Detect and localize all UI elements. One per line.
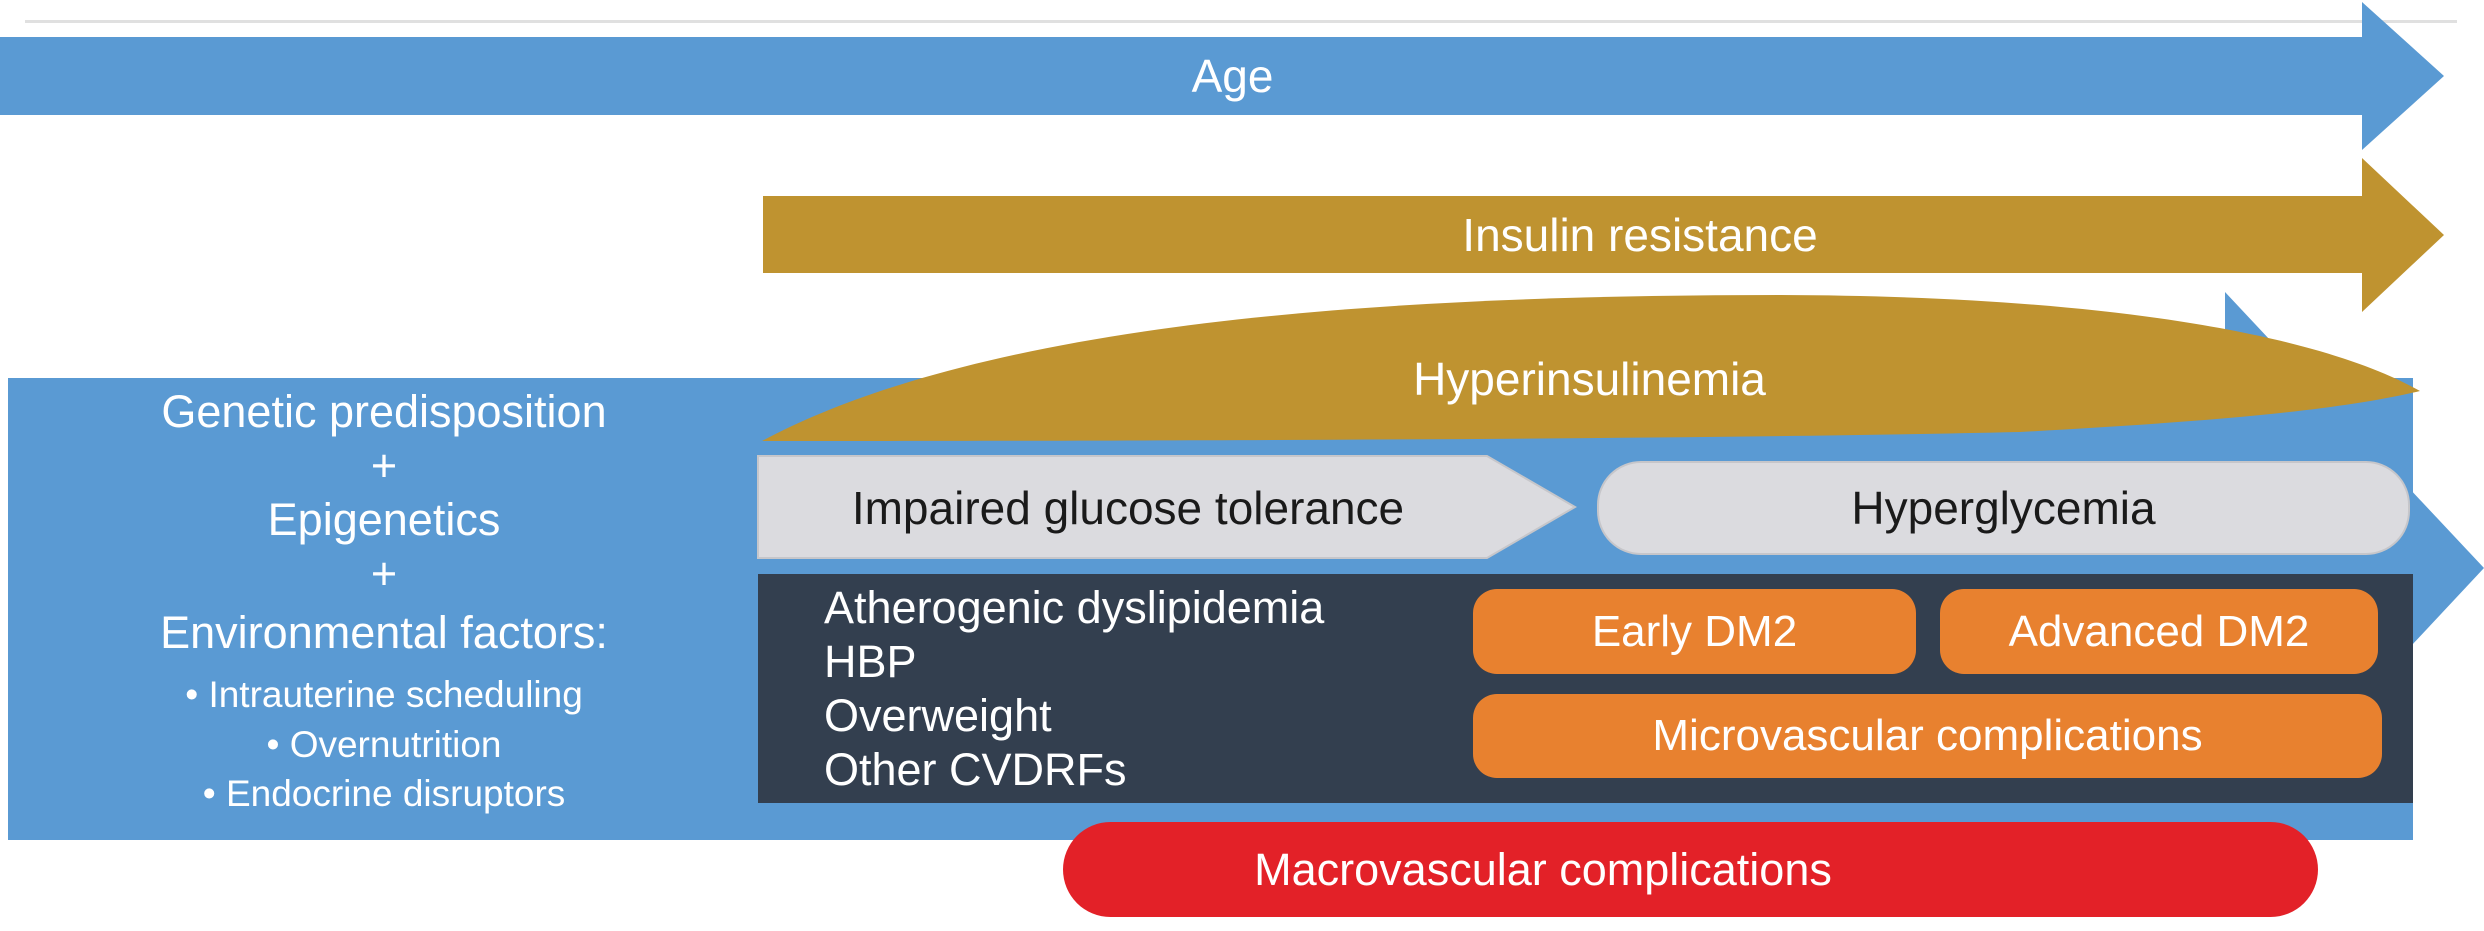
age-arrow-shape	[0, 2, 2444, 150]
early-dm2-label: Early DM2	[1591, 606, 1798, 656]
panel-line-epigenetics: Epigenetics	[267, 494, 501, 545]
microvascular-complications-box: Microvascular complications	[1473, 694, 2382, 778]
impaired-glucose-tolerance-label: Impaired glucose tolerance	[851, 482, 1405, 534]
risk-factor-other-cvdrfs: Other CVDRFs	[824, 744, 1127, 795]
panel-bullet-intrauterine: Intrauterine scheduling	[8, 673, 760, 717]
hyperinsulinemia-dome-shape	[762, 295, 2420, 441]
macrovascular-complications-box: Macrovascular complications	[1063, 822, 2318, 917]
risk-factor-overweight: Overweight	[824, 690, 1052, 741]
panel-plus-1: +	[370, 440, 398, 491]
risk-factor-hbp: HBP	[824, 636, 917, 687]
impaired-glucose-tolerance-arrow-shape	[757, 455, 1577, 559]
top-rule-line	[25, 20, 2457, 23]
age-arrow-label: Age	[1191, 50, 1274, 102]
hyperglycemia-box: Hyperglycemia	[1597, 461, 2410, 555]
panel-bullet-endocrine: Endocrine disruptors	[8, 772, 760, 816]
advanced-dm2-label: Advanced DM2	[2008, 606, 2310, 656]
predisposition-panel: Genetic predisposition + Epigenetics + E…	[8, 0, 760, 931]
advanced-dm2-box: Advanced DM2	[1940, 589, 2378, 674]
macrovascular-complications-label: Macrovascular complications	[1254, 843, 1832, 895]
risk-factor-dyslipidemia: Atherogenic dyslipidemia	[824, 582, 1325, 633]
insulin-resistance-arrow-shape	[763, 158, 2444, 312]
risk-factors-list: Atherogenic dyslipidemia HBP Overweight …	[824, 581, 1324, 797]
hyperglycemia-label: Hyperglycemia	[1851, 482, 2156, 534]
panel-line-genetic: Genetic predisposition	[161, 386, 607, 437]
panel-bullet-overnutrition: Overnutrition	[8, 723, 760, 767]
microvascular-complications-label: Microvascular complications	[1652, 711, 2203, 760]
panel-line-environmental: Environmental factors:	[160, 607, 608, 658]
insulin-resistance-label: Insulin resistance	[1462, 209, 1818, 261]
panel-plus-2: +	[370, 548, 398, 599]
early-dm2-box: Early DM2	[1473, 589, 1916, 674]
hyperinsulinemia-label: Hyperinsulinemia	[1413, 353, 1766, 405]
